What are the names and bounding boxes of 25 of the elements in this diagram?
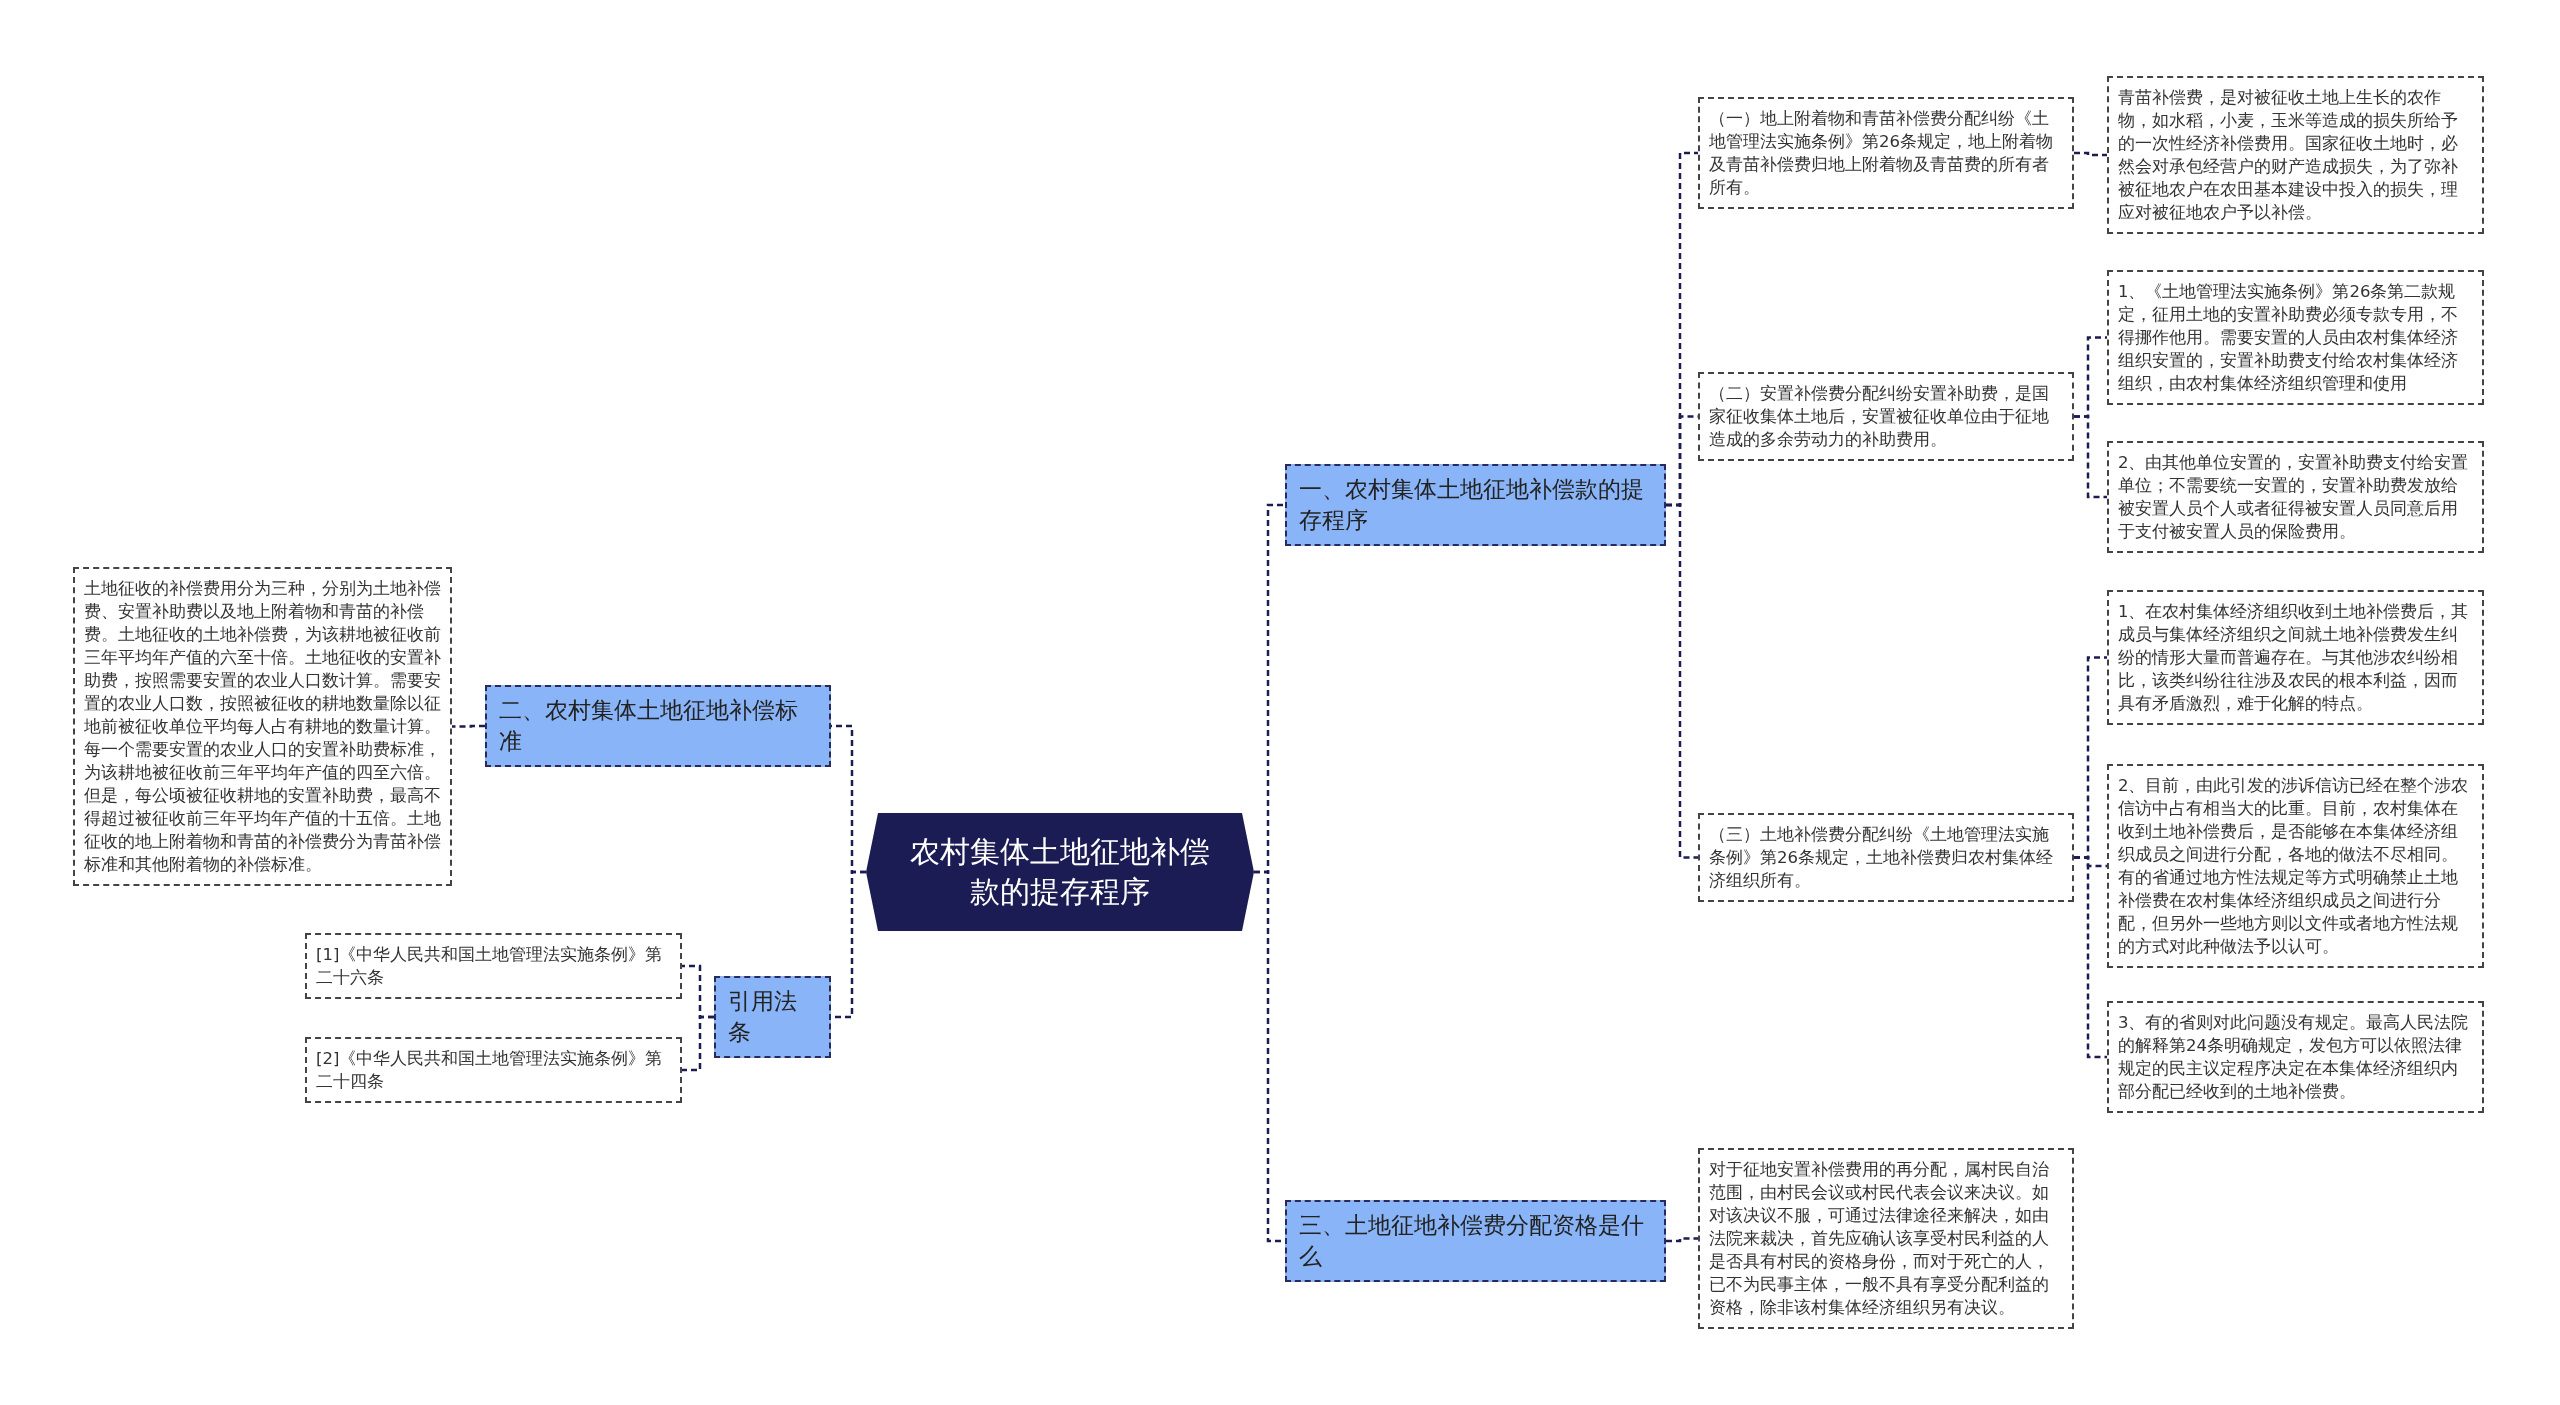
connector-line — [1666, 1237, 1698, 1243]
note-box: （一）地上附着物和青苗补偿费分配纠纷《土地管理法实施条例》第26条规定，地上附着物及青苗补偿费归地上附着物及青苗费的所有者所有。 — [1698, 97, 2074, 209]
topic-box: 三、土地征地补偿费分配资格是什么 — [1285, 1200, 1666, 1282]
note-box: （三）土地补偿费分配纠纷《土地管理法实施条例》第26条规定，土地补偿费归农村集体经济组织所有。 — [1698, 812, 2074, 902]
connector-line — [2074, 151, 2107, 157]
connector-line — [2074, 415, 2107, 499]
note-box: 3、有的省则对此问题没有规定。最高人民法院的解释第24条明确规定，发包方可以依照法律规定的民主议定程序决定在本集体经济组织内部分配已经收到的土地补偿费。 — [2107, 1001, 2484, 1113]
connector-line — [452, 724, 485, 728]
note-box: 对于征地安置补偿费用的再分配，属村民自治范围，由村民会议或村民代表会议来决议。如对该决议不服，可通过法律途径来解决，如由法院来裁决，首先应确认该享受村民利益的人是否具有村民的资格身份，而对于死亡的人，已不为民事主体，一般不具有享受分配利益的资格，除非该村集体经济组织另有决议。 — [1698, 1147, 2074, 1329]
note-box: [1]《中华人民共和国土地管理法实施条例》第二十六条 — [305, 933, 682, 999]
note-box: 1、在农村集体经济组织收到土地补偿费后，其成员与集体经济组织之间就土地补偿费发生纠纷的情形大量而普遍存在。与其他涉农纠纷相比，该类纠纷往往涉及农民的根本利益，因而具有矛盾激烈，难于化解的特点。 — [2107, 589, 2484, 725]
topic-box: 引用法条 — [714, 976, 831, 1058]
central-topic-hexagon: 农村集体土地征地补偿款的提存程序 — [866, 813, 1254, 931]
note-box: 2、目前，由此引发的涉诉信访已经在整个涉农信访中占有相当大的比重。目前，农村集体在收到土地补偿费后，是否能够在本集体经济组织成员之间进行分配，各地的做法不尽相同。有的省通过地方性法规定等方式明确禁止土地补偿费在农村集体经济组织成员之间进行分配，但另外一些地方则以文件或者地方性法规的方式对此种做法予以认可。 — [2107, 764, 2484, 968]
note-box: 2、由其他单位安置的，安置补助费支付给安置单位；不需要统一安置的，安置补助费发放给被安置人员个人或者征得被安置人员同意后用于支付被安置人员的保险费用。 — [2107, 441, 2484, 553]
topic-box: 一、农村集体土地征地补偿款的提存程序 — [1285, 464, 1666, 546]
connector-line — [1666, 503, 1698, 859]
note-box: 青苗补偿费，是对被征收土地上生长的农作物，如水稻，小麦，玉米等造成的损失所给予的一次性经济补偿费用。国家征收土地时，必然会对承包经营户的财产造成损失，为了弥补被征地农户在农田基本建设中投入的损失，理应对被征地农户予以补偿。 — [2107, 76, 2484, 234]
note-box: 1、《土地管理法实施条例》第26条第二款规定，征用土地的安置补助费必须专款专用，不得挪作他用。需要安置的人员由农村集体经济组织安置的，安置补助费支付给农村集体经济组织，由农村集体经济组织管理和使用 — [2107, 269, 2484, 405]
topic-box: 二、农村集体土地征地补偿标准 — [485, 685, 831, 767]
connector-line — [2074, 856, 2107, 1059]
note-box: 土地征收的补偿费用分为三种，分别为土地补偿费、安置补助费以及地上附着物和青苗的补偿费。土地征收的土地补偿费，为该耕地被征收前三年平均年产值的六至十倍。土地征收的安置补助费，按照需要安置的农业人口数计算。需要安置的农业人口数，按照被征收的耕地数量除以征地前被征收单位平均每人占有耕地的数量计算。每一个需要安置的农业人口的安置补助费标准，为该耕地被征收前三年平均年产值的四至六倍。但是，每公顷被征收耕地的安置补助费，最高不得超过被征收前三年平均年产值的十五倍。土地征收的地上附着物和青苗的补偿费分为青苗补偿标准和其他附着物的补偿标准。 — [73, 566, 452, 886]
connector-line — [682, 1015, 714, 1072]
note-box: [2]《中华人民共和国土地管理法实施条例》第二十四条 — [305, 1037, 682, 1103]
note-box: （二）安置补偿费分配纠纷安置补助费，是国家征收集体土地后，安置被征收单位由于征地造成的多余劳动力的补助费用。 — [1698, 371, 2074, 461]
